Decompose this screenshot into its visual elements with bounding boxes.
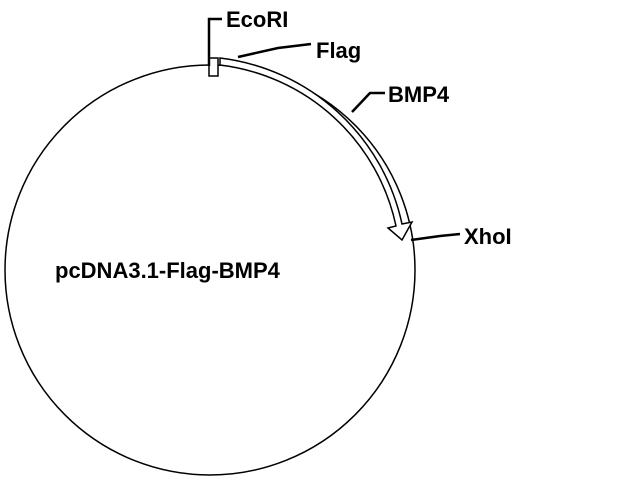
xhoi-leader-line [410, 232, 461, 242]
flag-leader-line [237, 42, 312, 59]
bmp4-label: BMP4 [388, 82, 450, 107]
bmp4-leader-line [351, 91, 385, 113]
flag-box [208, 57, 219, 77]
plasmid-name: pcDNA3.1-Flag-BMP4 [55, 258, 281, 283]
flag-label: Flag [316, 38, 361, 63]
ecori-label: EcoRI [226, 7, 288, 32]
ecori-leader-line [207, 17, 222, 66]
insert-arrow [219, 57, 414, 242]
xhoi-label: XhoI [464, 224, 512, 249]
